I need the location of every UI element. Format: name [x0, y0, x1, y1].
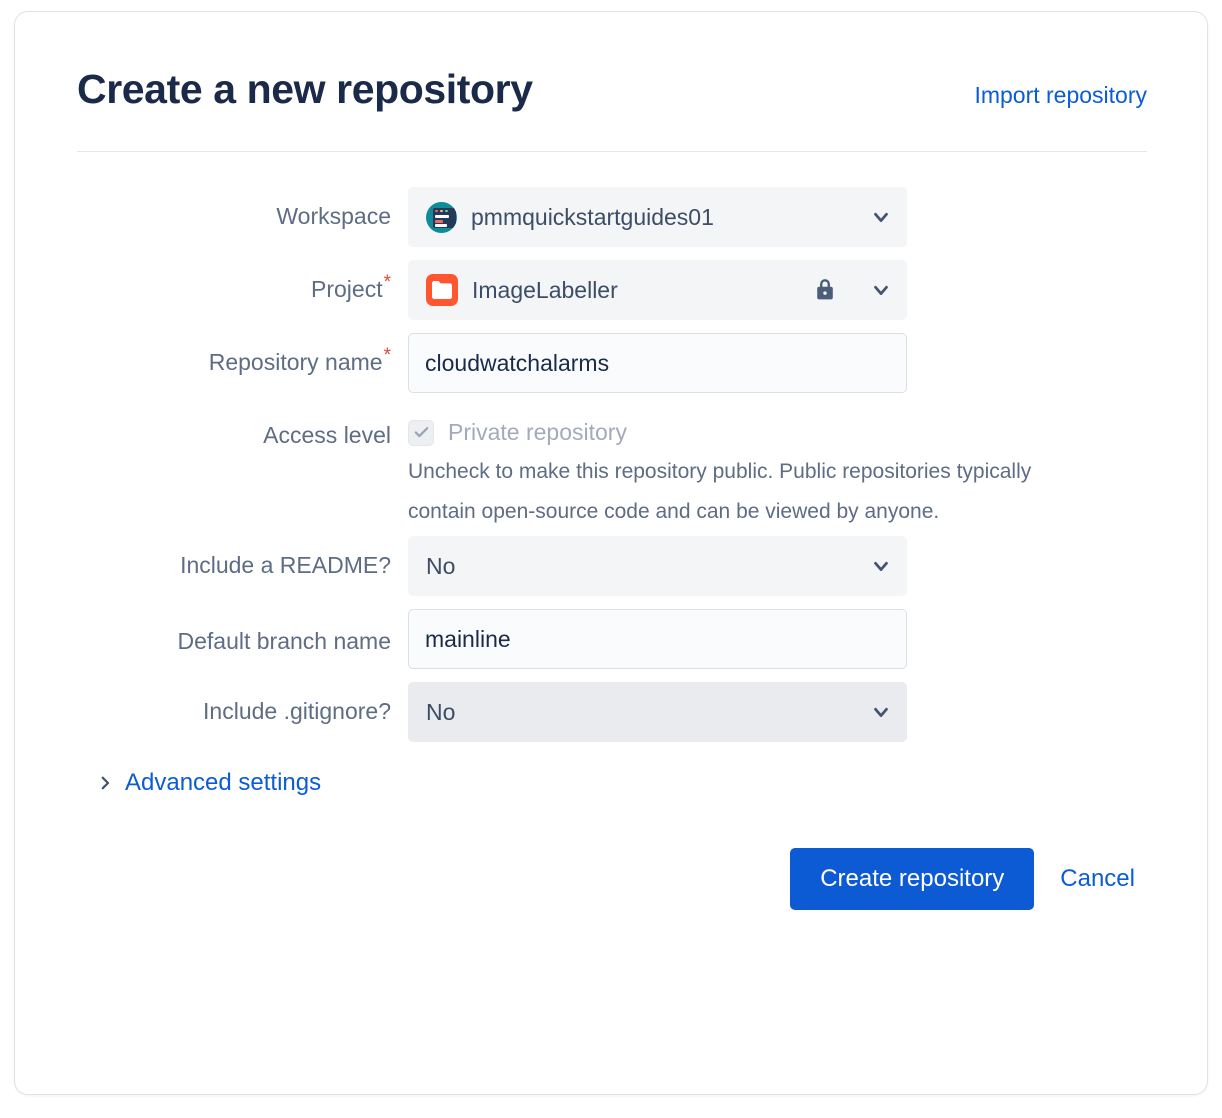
page-title: Create a new repository: [77, 66, 533, 112]
project-label: Project*: [77, 260, 408, 305]
private-repository-checkbox-wrap[interactable]: Private repository: [408, 406, 1098, 446]
access-level-helper-text: Uncheck to make this repository public. …: [408, 460, 1032, 523]
access-level-label: Access level: [263, 422, 391, 448]
chevron-down-icon: [870, 701, 892, 723]
header-divider: [77, 151, 1147, 152]
chevron-down-icon: [870, 206, 892, 228]
include-gitignore-label: Include .gitignore?: [203, 698, 391, 724]
project-value: ImageLabeller: [472, 276, 618, 303]
project-select[interactable]: ImageLabeller: [408, 260, 907, 320]
access-level-row: Access level Private repository Uncheck …: [77, 406, 1147, 532]
default-branch-name-input[interactable]: [408, 609, 907, 669]
include-readme-control: No: [408, 536, 907, 596]
default-branch-name-row: Default branch name: [77, 609, 1147, 669]
chevron-right-icon: [96, 774, 114, 792]
workspace-row: Workspace pmmquickstartguides01: [77, 187, 1147, 247]
workspace-avatar-icon: [426, 201, 457, 233]
include-readme-row: Include a README? No: [77, 536, 1147, 596]
advanced-settings-row[interactable]: Advanced settings: [96, 769, 1147, 797]
include-gitignore-value: No: [426, 698, 456, 725]
import-repository-link[interactable]: Import repository: [974, 82, 1147, 108]
include-gitignore-row: Include .gitignore? No: [77, 682, 1147, 742]
cancel-button[interactable]: Cancel: [1056, 865, 1139, 893]
include-readme-label: Include a README?: [180, 552, 391, 578]
workspace-value: pmmquickstartguides01: [471, 203, 714, 230]
project-required-marker: *: [383, 272, 391, 294]
workspace-select[interactable]: pmmquickstartguides01: [408, 187, 907, 247]
include-readme-value: No: [426, 552, 456, 579]
include-gitignore-control: No: [408, 682, 907, 742]
card-content: Create a new repository Import repositor…: [15, 12, 1207, 910]
form-actions: Create repository Cancel: [77, 848, 1147, 910]
create-repository-button[interactable]: Create repository: [790, 848, 1035, 910]
check-icon: [414, 427, 428, 438]
create-repository-card: Create a new repository Import repositor…: [14, 11, 1208, 1095]
private-repository-checkbox[interactable]: [408, 419, 434, 446]
repository-name-label: Repository name*: [77, 333, 408, 378]
folder-icon: [426, 274, 458, 306]
advanced-settings-link[interactable]: Advanced settings: [125, 769, 322, 796]
create-repository-form: Workspace pmmquickstartguides01: [77, 187, 1147, 910]
repository-name-input[interactable]: [408, 333, 907, 393]
project-control: ImageLabeller: [408, 260, 907, 320]
repository-name-row: Repository name*: [77, 333, 1147, 393]
project-row: Project* ImageLabeller: [77, 260, 1147, 320]
repository-name-label-text: Repository name: [208, 349, 383, 375]
workspace-label: Workspace: [276, 203, 391, 229]
chevron-down-icon: [870, 279, 892, 301]
repository-name-control: [408, 333, 907, 393]
include-readme-select[interactable]: No: [408, 536, 907, 596]
lock-icon: [812, 277, 838, 303]
project-label-text: Project: [311, 276, 383, 302]
private-repository-label: Private repository: [448, 419, 627, 445]
access-level-control: Private repository Uncheck to make this …: [408, 406, 1098, 532]
chevron-down-icon: [870, 555, 892, 577]
default-branch-name-control: [408, 609, 907, 669]
workspace-control: pmmquickstartguides01: [408, 187, 907, 247]
include-gitignore-select[interactable]: No: [408, 682, 907, 742]
card-header: Create a new repository Import repositor…: [77, 64, 1147, 114]
repository-name-required-marker: *: [383, 345, 391, 367]
default-branch-name-label: Default branch name: [177, 628, 391, 654]
